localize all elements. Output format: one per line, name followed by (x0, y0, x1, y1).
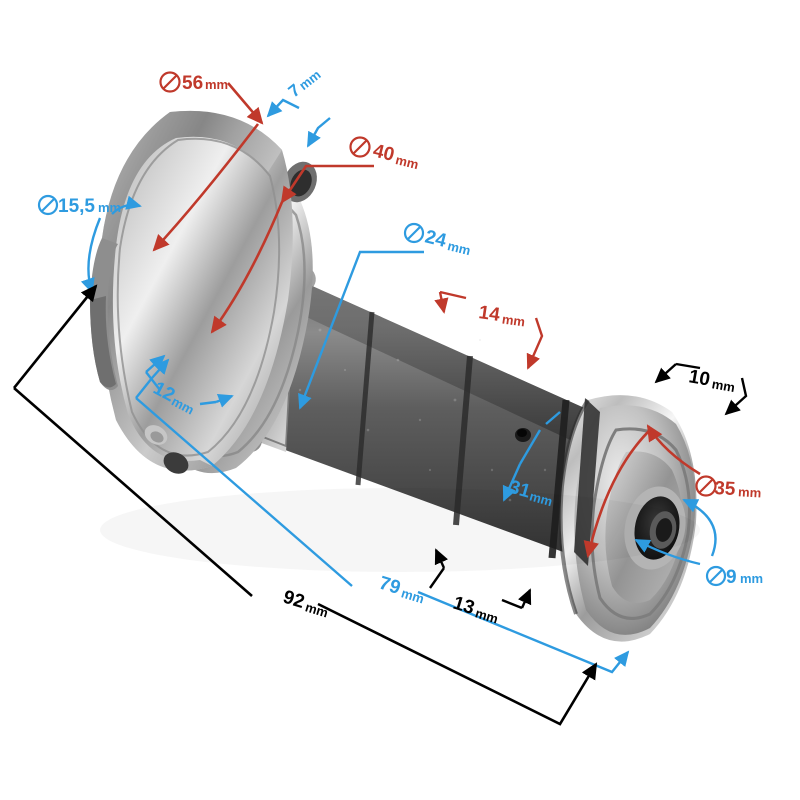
diameter-symbol-icon (705, 565, 727, 587)
dimension-label-9mm: 9 (726, 567, 737, 588)
dimension-unit-13mm: mm (473, 605, 500, 626)
diameter-symbol-icon (695, 475, 717, 497)
camshaft-product-photo (90, 110, 697, 642)
dimension-label-14mm: 14 (477, 302, 501, 326)
dimension-9mm: 9 mm (634, 498, 763, 588)
flange-plate (90, 110, 293, 474)
diameter-symbol-icon (37, 194, 59, 216)
dimension-unit-56mm: mm (205, 77, 228, 92)
dimension-7mm: 7 mm (266, 67, 331, 148)
dimension-40mm: 40 mm (210, 136, 420, 334)
dimension-unit-24mm: mm (446, 238, 472, 258)
dimension-unit-15-5mm: mm (98, 200, 121, 215)
dimension-unit-35mm: mm (738, 484, 762, 500)
dimension-14mm: 14 mm (434, 290, 544, 370)
dimension-56mm: 56 mm (152, 71, 264, 252)
dimension-24mm: 24 mm (298, 222, 472, 410)
dimension-label-15-5mm: 15,5 (58, 196, 95, 217)
dimension-label-40mm: 40 (371, 140, 397, 165)
dimension-10mm: 10 mm (654, 362, 748, 416)
dimension-label-10mm: 10 (687, 366, 711, 390)
dimension-unit-9mm: mm (740, 571, 763, 586)
dimension-label-35mm: 35 (714, 478, 737, 500)
right-bearing-assembly (558, 395, 697, 642)
dimension-unit-79mm: mm (399, 585, 426, 606)
dimension-92mm: 92 mm (12, 284, 598, 726)
dimension-unit-92mm: mm (303, 599, 330, 620)
dimension-label-56mm: 56 (182, 73, 203, 94)
dimension-label-79mm: 79 (377, 573, 403, 599)
dimension-31mm: 31 mm (502, 411, 561, 509)
diameter-symbol-icon (403, 222, 425, 244)
dimension-unit-14mm: mm (501, 311, 526, 329)
dimension-label-92mm: 92 (281, 587, 307, 613)
dimension-unit-10mm: mm (711, 376, 736, 395)
dimension-unit-7mm: mm (296, 67, 323, 93)
dimension-unit-31mm: mm (528, 488, 554, 509)
dimension-unit-40mm: mm (394, 152, 420, 172)
dimension-79mm: 79 mm (135, 358, 630, 674)
dimension-35mm: 35 mm (583, 424, 762, 559)
diameter-symbol-icon (159, 71, 181, 93)
diameter-symbol-icon (349, 136, 371, 158)
dimension-label-24mm: 24 (423, 226, 449, 252)
